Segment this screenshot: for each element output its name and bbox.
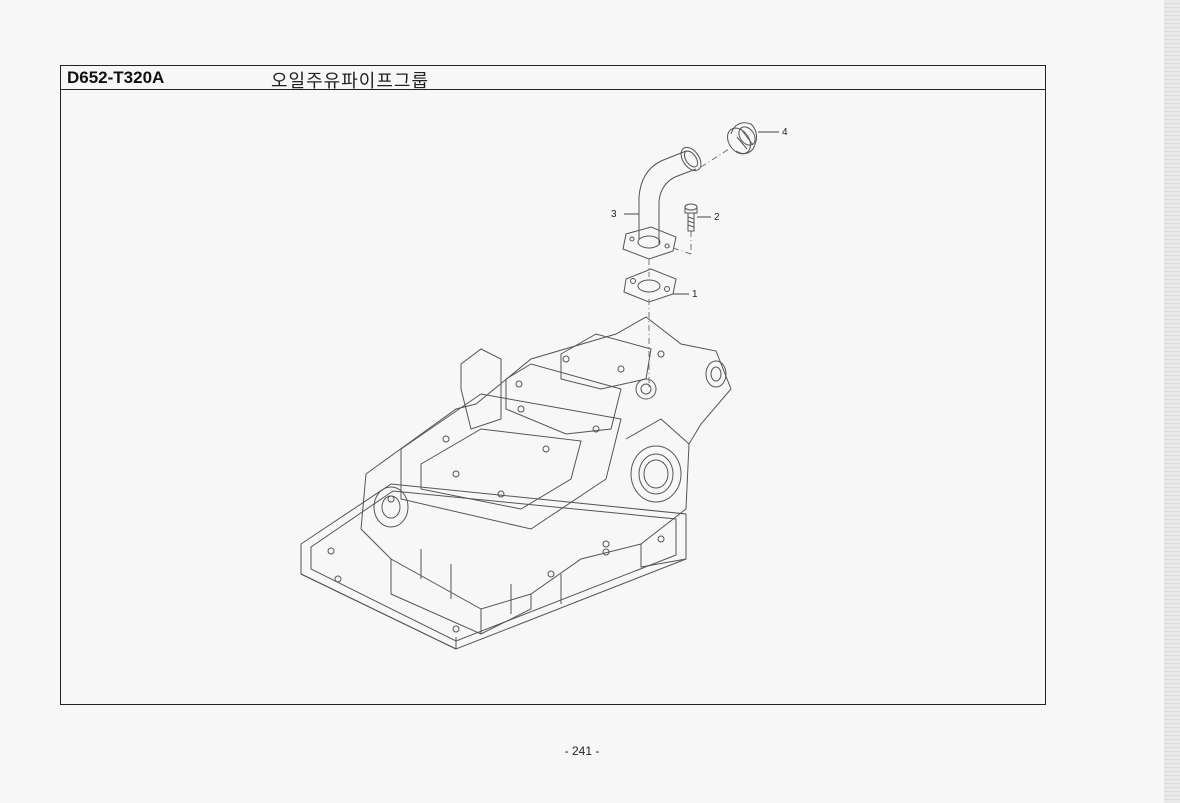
callout-2: 2 bbox=[714, 212, 720, 223]
assembly-center-lines bbox=[648, 148, 730, 389]
page-number: - 241 - bbox=[564, 744, 600, 758]
oil-filler-pipe-part-3 bbox=[622, 146, 702, 260]
callout-3: 3 bbox=[611, 209, 617, 220]
callout-4: 4 bbox=[782, 127, 788, 138]
callout-1: 1 bbox=[692, 289, 698, 300]
transmission-housing bbox=[360, 316, 732, 635]
bolt-part-2 bbox=[684, 203, 698, 232]
scan-binding-edge bbox=[1164, 0, 1180, 803]
exploded-view-drawing: 1 2 3 4 bbox=[300, 122, 788, 650]
filler-cap-part-4 bbox=[727, 122, 757, 155]
housing-base-plate bbox=[300, 483, 687, 650]
part-group-title: 오일주유파이프그룹 bbox=[271, 71, 430, 92]
title-block: D652-T320A 오일주유파이프그룹 bbox=[61, 66, 1045, 92]
part-group-code: D652-T320A bbox=[67, 68, 165, 87]
drawing-frame: D652-T320A 오일주유파이프그룹 bbox=[60, 65, 1046, 705]
gasket-part-1 bbox=[623, 268, 677, 303]
callout-leaders bbox=[624, 131, 779, 295]
